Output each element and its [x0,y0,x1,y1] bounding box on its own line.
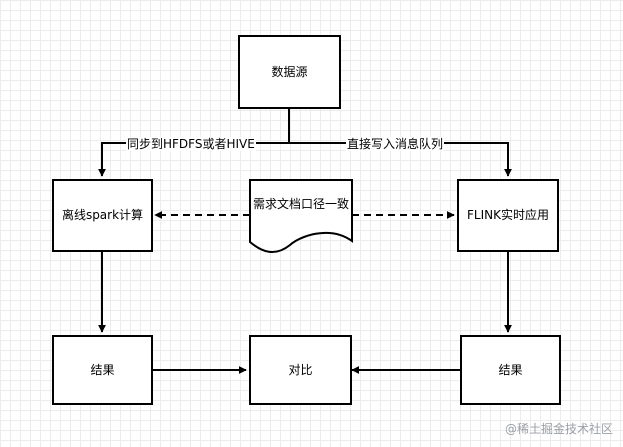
node-result-right: 结果 [460,335,561,405]
node-offline-spark-label: 离线spark计算 [61,208,144,222]
node-result-right-label: 结果 [498,362,523,377]
doc-shape [249,179,353,253]
node-result-left-label: 结果 [90,362,115,377]
node-flink: FLINK实时应用 [457,179,559,252]
node-doc-label: 需求文档口径一致 [252,197,349,211]
node-data-source-label: 数据源 [271,64,308,79]
edge-label-to-offline: 同步到HFDFS或者HIVE [126,137,256,151]
node-data-source: 数据源 [238,35,341,109]
node-result-left: 结果 [52,335,153,405]
node-offline-spark: 离线spark计算 [52,179,153,252]
node-compare-label: 对比 [288,362,313,377]
edge-label-to-flink: 直接写入消息队列 [346,137,445,151]
node-compare: 对比 [249,335,352,405]
watermark: @稀土掘金技术社区 [504,422,613,436]
node-flink-label: FLINK实时应用 [467,208,549,222]
